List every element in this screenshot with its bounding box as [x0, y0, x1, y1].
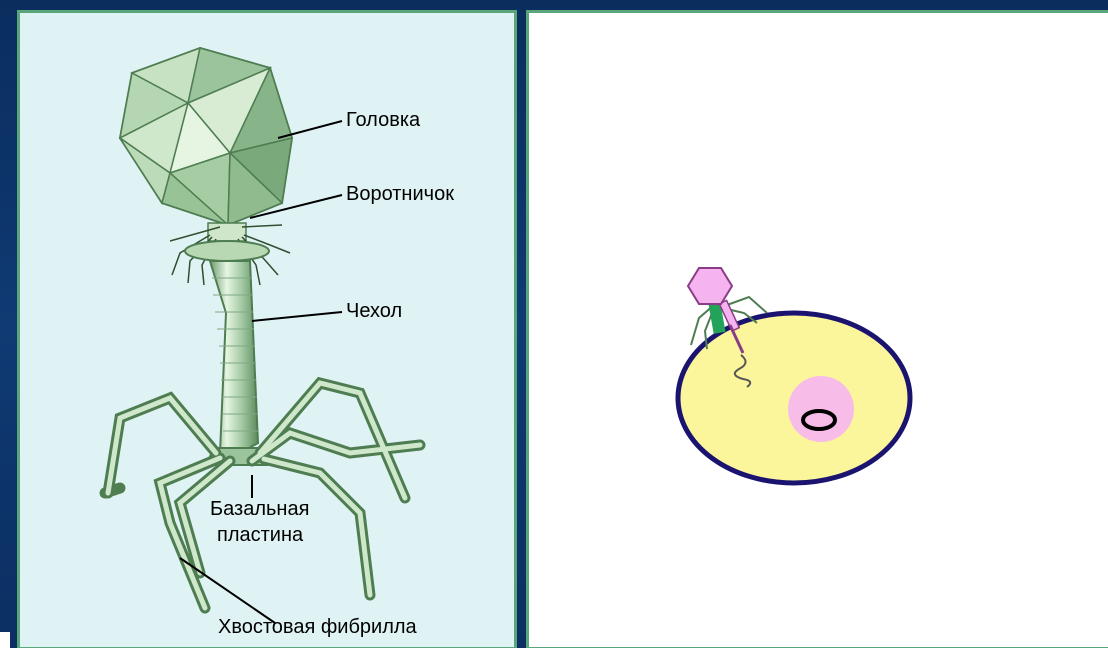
cell-nucleus — [788, 376, 854, 442]
label-base-plate-line1: Базальная — [210, 498, 309, 520]
phage-head — [120, 48, 292, 225]
label-tail-fiber: Хвостовая фибрилла — [218, 616, 418, 638]
infection-diagram — [529, 13, 1108, 648]
label-sheath: Чехол — [346, 300, 402, 322]
phage-structure-diagram: Головка Воротничок Чехол Базальная пласт… — [20, 13, 520, 648]
phage-tail-fibers — [105, 383, 420, 608]
phage-sheath — [210, 261, 258, 453]
label-collar: Воротничок — [346, 183, 454, 205]
label-head: Головка — [346, 109, 421, 131]
phage-neck-ring — [185, 241, 269, 261]
corner-patch — [0, 632, 10, 648]
infection-animation-panel — [526, 10, 1108, 648]
phage-structure-panel: Головка Воротничок Чехол Базальная пласт… — [17, 10, 517, 648]
label-base-plate-line2: пластина — [217, 524, 304, 546]
